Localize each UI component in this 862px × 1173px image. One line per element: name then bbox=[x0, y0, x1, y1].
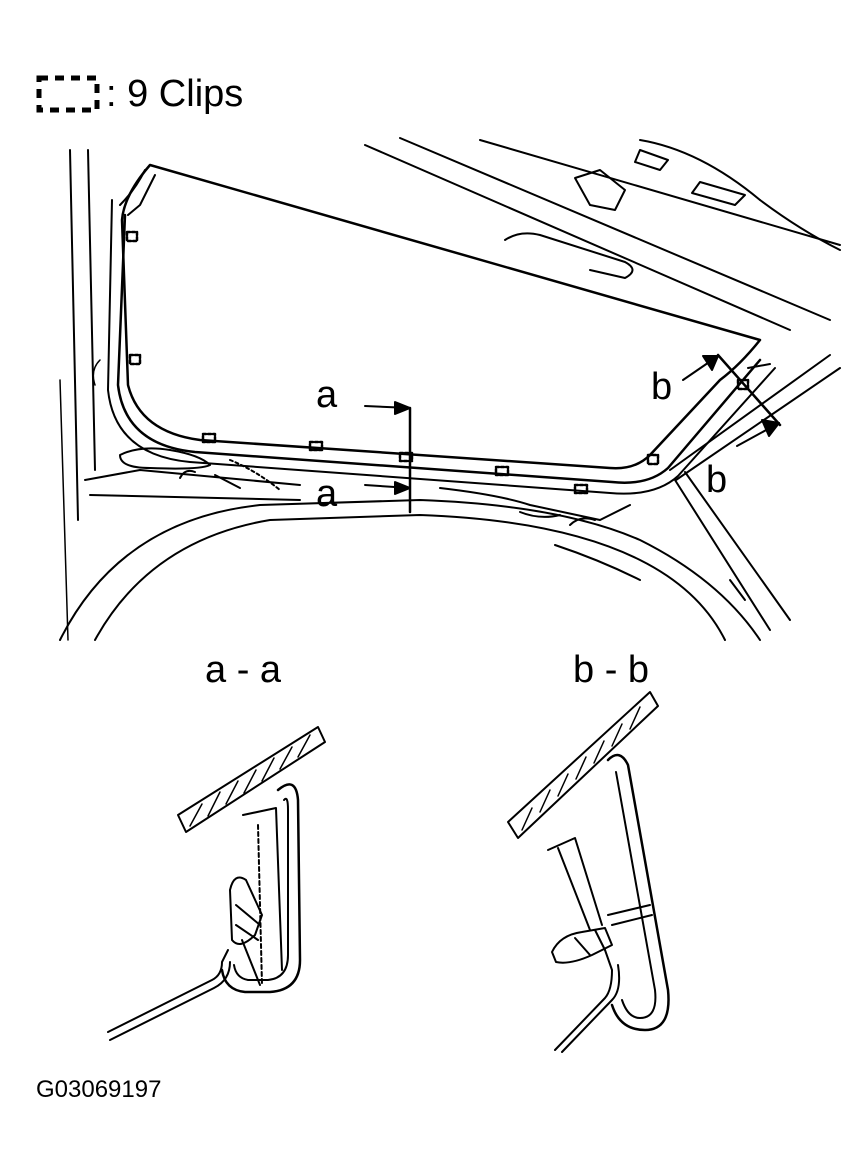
section-a-label-upper: a bbox=[316, 374, 338, 416]
vehicle-rear-overview bbox=[59, 137, 841, 641]
quarter-window-outline bbox=[120, 163, 762, 470]
section-aa-detail bbox=[107, 726, 326, 1041]
section-a-label-lower: a bbox=[316, 473, 338, 515]
clip-count-label: : 9 Clips bbox=[106, 73, 244, 115]
dashed-clip-icon bbox=[36, 75, 100, 113]
section-b-label-upper: b bbox=[651, 366, 672, 408]
figure-code: G03069197 bbox=[36, 1076, 162, 1103]
clip-markers bbox=[125, 230, 750, 495]
section-bb-title: b - b bbox=[573, 649, 649, 691]
section-aa-title: a - a bbox=[205, 649, 282, 691]
section-bb-detail bbox=[507, 691, 670, 1053]
section-line-b bbox=[716, 353, 782, 427]
clip-legend: : 9 Clips bbox=[36, 70, 243, 118]
section-b-label-lower: b bbox=[706, 459, 727, 501]
